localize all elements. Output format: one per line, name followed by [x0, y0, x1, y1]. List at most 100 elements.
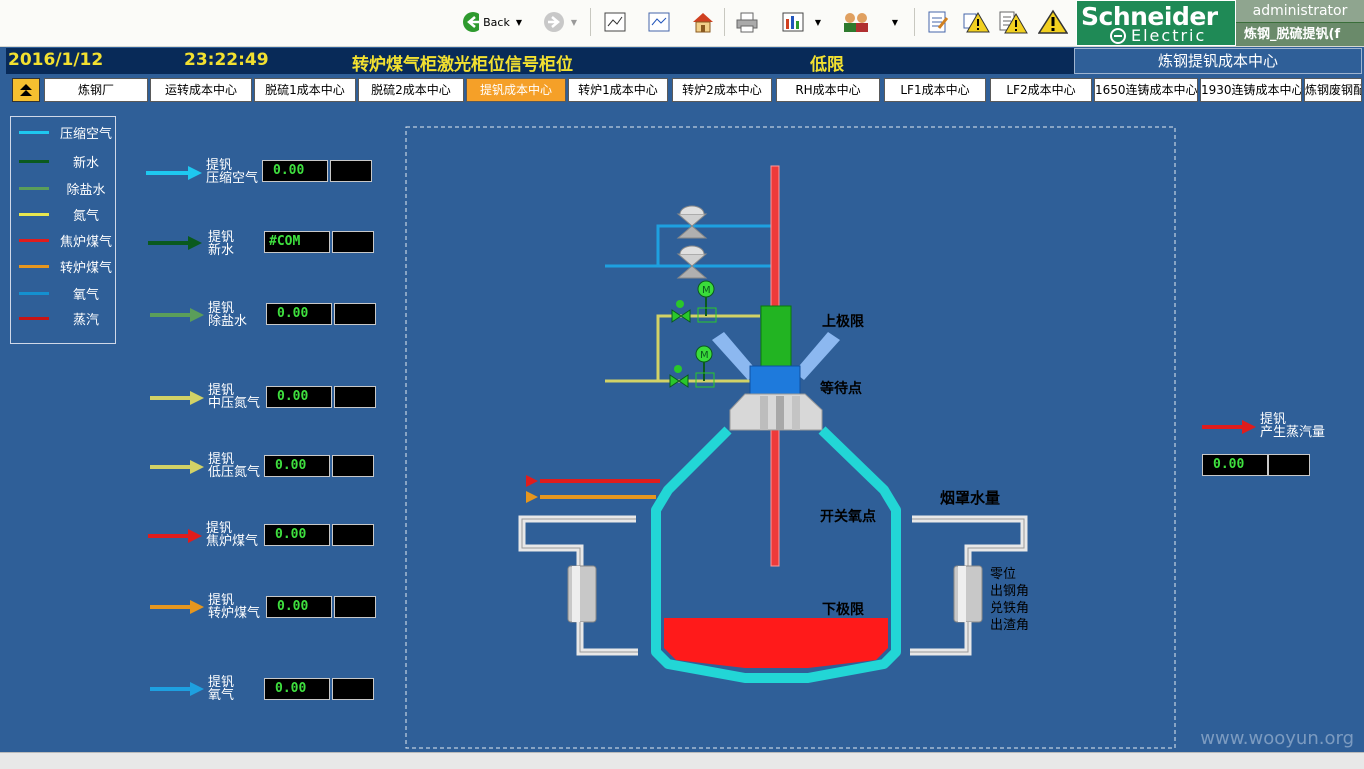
warning-icon: [1038, 9, 1068, 34]
oxygen-switch-label: 开关氧点: [820, 509, 876, 525]
watermark: www.wooyun.org: [1200, 728, 1354, 749]
user-area: 炼钢_脱硫提钒(f: [1236, 23, 1364, 46]
legend-swatch: [19, 239, 49, 242]
upper-limit-label: 上极限: [822, 314, 864, 330]
converter-gas-inlet: [526, 491, 656, 503]
horizontal-scrollbar[interactable]: [0, 752, 1364, 769]
tab-rh-cost[interactable]: RH成本中心: [776, 78, 880, 102]
trend-button[interactable]: [600, 8, 630, 36]
toolbar-separator: [724, 8, 725, 36]
schneider-logo: Schneider Electric: [1076, 0, 1236, 46]
tab-scrap-cost[interactable]: 炼钢废钢配: [1304, 78, 1362, 102]
report-icon: [782, 12, 804, 32]
unit-box: [332, 678, 374, 700]
legend-label: 焦炉煤气: [59, 235, 112, 250]
back-dropdown-icon[interactable]: ▼: [515, 17, 522, 27]
notepad-button[interactable]: [922, 8, 952, 36]
hood-arm: [794, 332, 840, 380]
users-button[interactable]: ▼: [834, 8, 904, 36]
tab-caster1650-cost[interactable]: 1650连铸成本中心: [1094, 78, 1198, 102]
users-icon: [843, 13, 868, 32]
tilt-position-zero: 零位: [990, 567, 1017, 582]
legend-item: 蒸汽: [11, 308, 117, 328]
tab-desulf1-cost[interactable]: 脱硫1成本中心: [254, 78, 356, 102]
unit-box: [334, 596, 376, 618]
flow-label-coke-gas: 提钒焦炉煤气: [206, 521, 259, 549]
warning-button[interactable]: [1036, 8, 1070, 36]
alarm-level: 低限: [810, 55, 844, 75]
collapse-up-icon: [20, 84, 32, 96]
tab-lf1-cost[interactable]: LF1成本中心: [884, 78, 986, 102]
tab-desulf2-cost[interactable]: 脱硫2成本中心: [358, 78, 464, 102]
tab-converter1-cost[interactable]: 转炉1成本中心: [568, 78, 668, 102]
legend-swatch: [19, 292, 49, 295]
value-mp-nitrogen: 0.00: [266, 386, 332, 408]
legend-item: 氮气: [11, 204, 117, 224]
unit-box: [1268, 454, 1310, 476]
alarm-message: 转炉煤气柜激光柜位信号柜位: [352, 55, 573, 75]
value-oxygen: 0.00: [264, 678, 330, 700]
user-panel[interactable]: administrator 炼钢_脱硫提钒(f: [1236, 0, 1364, 46]
valve-icon: [676, 205, 708, 239]
unit-box: [332, 524, 374, 546]
legend-swatch: [19, 213, 49, 216]
forward-button[interactable]: ▼: [538, 8, 582, 36]
flow-label-fresh-water: 提钒新水: [208, 230, 235, 258]
converter-vessel: [651, 426, 901, 683]
date-display: 2016/1/12: [8, 50, 104, 70]
trend-icon: [604, 12, 626, 32]
username: administrator: [1236, 0, 1364, 22]
tab-lf2-cost[interactable]: LF2成本中心: [990, 78, 1092, 102]
legend-swatch: [19, 160, 49, 163]
tab-caster1930-cost[interactable]: 1930连铸成本中心: [1200, 78, 1302, 102]
tilt-position-charging: 兑铁角: [990, 601, 1030, 616]
report-button[interactable]: ▼: [774, 8, 828, 36]
back-button[interactable]: Back ▼: [462, 8, 522, 36]
back-label: Back: [483, 15, 510, 29]
value-converter-gas: 0.00: [266, 596, 332, 618]
legend-label: 蒸汽: [72, 313, 99, 328]
chart-button[interactable]: [644, 8, 674, 36]
valve-icon: [676, 245, 708, 279]
tab-converter2-cost[interactable]: 转炉2成本中心: [672, 78, 772, 102]
legend-item: 除盐水: [11, 178, 117, 198]
forward-icon: [543, 12, 564, 32]
print-button[interactable]: [732, 8, 762, 36]
home-button[interactable]: [688, 8, 718, 36]
oxygen-pipe: [656, 224, 772, 266]
collapse-button[interactable]: [12, 78, 40, 102]
legend-item: 新水: [11, 151, 117, 171]
back-icon: [463, 12, 480, 32]
tab-transport-cost[interactable]: 运转成本中心: [150, 78, 252, 102]
hood-arm: [712, 332, 758, 380]
flow-label-mp-nitrogen: 提钒中压氮气: [208, 383, 261, 411]
legend-label: 压缩空气: [59, 127, 112, 142]
coke-gas-inlet: [526, 475, 660, 487]
legend: 压缩空气 新水 除盐水 氮气 焦炉煤气 转炉煤气 氧气 蒸汽: [10, 116, 116, 344]
alarm-icon: [963, 12, 990, 33]
toolbar-separator: [590, 8, 591, 36]
users-dropdown-icon[interactable]: ▼: [891, 17, 899, 27]
unit-box: [334, 386, 376, 408]
alarm-list-button[interactable]: [996, 8, 1030, 36]
brand-subname: Electric: [1131, 26, 1207, 45]
alarm-button[interactable]: [960, 8, 992, 36]
value-demin-water: 0.00: [266, 303, 332, 325]
notepad-icon: [928, 11, 949, 33]
legend-swatch: [19, 265, 49, 268]
tab-vanadium-cost[interactable]: 提钒成本中心: [466, 78, 566, 102]
alarm-list-icon: [999, 11, 1028, 34]
value-coke-gas: 0.00: [264, 524, 330, 546]
legend-label: 氮气: [72, 209, 99, 224]
flow-label-compressed-air: 提钒压缩空气: [206, 158, 259, 186]
forward-dropdown-icon[interactable]: ▼: [570, 17, 578, 27]
flow-label-steam: 提钒产生蒸汽量: [1260, 412, 1326, 440]
left-cooling-pipe: [518, 515, 636, 566]
value-fresh-water: #COM: [264, 231, 330, 253]
legend-swatch: [19, 187, 49, 190]
tab-steel-plant[interactable]: 炼钢厂: [44, 78, 148, 102]
page-title: 炼钢提钒成本中心: [1074, 48, 1362, 74]
motor-valve-icon: M: [669, 345, 715, 388]
report-dropdown-icon[interactable]: ▼: [814, 17, 822, 27]
svg-text:M: M: [700, 350, 709, 361]
